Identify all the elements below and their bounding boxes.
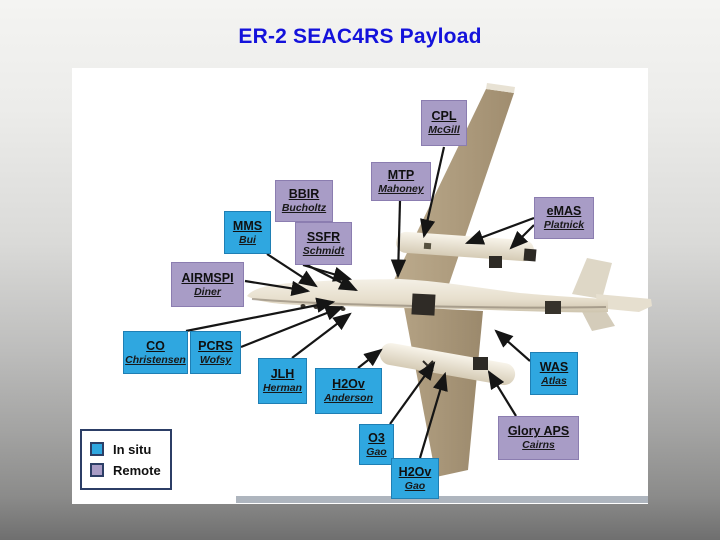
pi-name: Cairns [522,439,555,452]
sensor-wing-upper [489,256,502,268]
arrow-cpl [420,146,446,239]
pi-name: Platnick [543,219,585,232]
pi-name: Bucholtz [281,202,327,215]
instrument-name: Glory APS [507,424,570,439]
instrument-name: AIRMSPI [181,270,234,285]
center-sensor-pod [411,293,436,316]
arrow-jlh [291,312,352,359]
pi-name: Christensen [125,353,186,366]
pi-name: Wofsy [199,353,232,366]
pi-name: Diner [194,285,221,298]
instrument-name: PCRS [198,338,233,353]
arrow-mtp [390,200,407,279]
instrument-name: H2Ov [398,464,432,479]
arrow-pcrs [240,305,345,349]
arrow-was [494,329,531,362]
arrow-emas [509,224,535,250]
pi-name: Bui [239,233,256,246]
instrument-name: JLH [270,367,295,382]
pi-name: Mahoney [378,182,424,195]
insitu-swatch [90,442,104,456]
arrow-h2ov-anderson [357,348,383,369]
legend: In situ Remote [80,429,172,490]
pi-name: Gao [366,445,387,458]
pi-name: McGill [428,124,460,137]
arrow-ssfr [306,264,358,291]
arrow-o3 [389,361,436,425]
instrument-name: SSFR [306,229,341,244]
legend-item-insitu: In situ [90,442,170,457]
sensor-wing-lower [473,357,488,370]
instrument-name: MMS [232,218,263,233]
slide-title: ER-2 SEAC4RS Payload [238,25,482,48]
legend-label-remote: Remote [113,462,161,478]
remote-swatch [90,463,104,477]
arrow-emas [464,216,535,245]
arrow-airmspi [244,279,311,297]
instrument-name: CO [146,338,165,353]
pi-name: Herman [262,382,303,395]
legend-item-remote: Remote [90,463,170,478]
right-wingtip [486,83,515,93]
instrument-name: BBIR [288,187,320,202]
arrow-h2ov-gao [418,371,448,459]
instrument-name: CPL [431,109,457,124]
pi-name: Anderson [323,392,373,405]
arrow-glory-aps [487,370,517,417]
pi-name: Schmidt [302,244,345,257]
left-wing-pod [379,343,516,386]
instrument-name: O3 [368,430,385,445]
instrument-name: WAS [539,359,569,374]
instrument-name: H2Ov [332,377,365,392]
arrow-mms [266,253,318,288]
legend-label-insitu: In situ [113,441,152,457]
pi-name: Atlas [541,374,567,387]
pi-name: Gao [404,479,426,492]
stabilizer-upper [572,258,612,299]
right-wing-pod [396,231,534,262]
sensor-pod-right [523,248,537,262]
instrument-name: eMAS [546,204,582,219]
photo-bottom-edge [236,496,648,503]
tail-fin [596,294,652,312]
pod-detail [423,242,432,250]
callout-arrows [185,146,535,459]
arrow-co [185,297,336,333]
rear-sensor [545,301,561,314]
instrument-name: MTP [387,167,415,182]
